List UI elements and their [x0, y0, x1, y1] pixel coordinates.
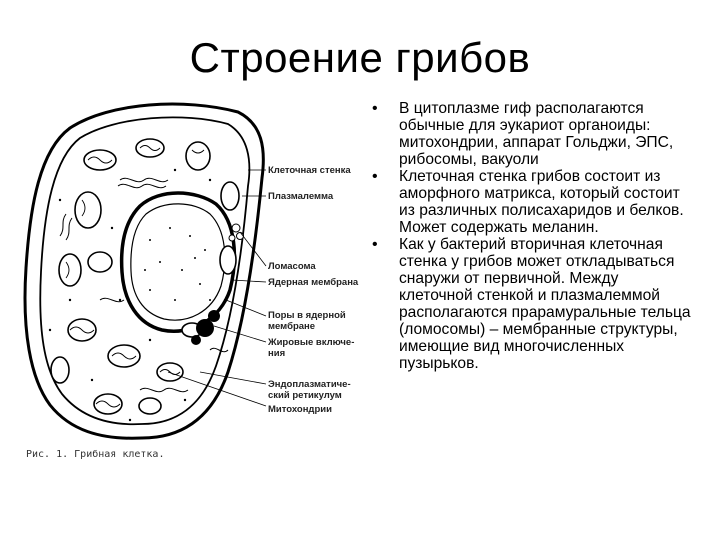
label-nuclear-pores-line2: мембране	[268, 321, 315, 332]
bullet-dot-icon: •	[372, 168, 378, 185]
label-plasmalemma: Плазмалемма	[268, 191, 334, 202]
label-cell-wall: Клеточная стенка	[268, 165, 351, 176]
bullet-text: Как у бактерий вторичная клеточная стенк…	[399, 236, 691, 372]
bullet-item: • Как у бактерий вторичная клеточная сте…	[372, 236, 692, 372]
label-mitochondria: Митохондрии	[268, 404, 332, 415]
nucleus	[119, 191, 237, 333]
bullet-text: В цитоплазме гиф располагаются обычные д…	[399, 100, 674, 168]
label-er-line2: ский ретикулум	[268, 390, 342, 401]
bullet-item: • В цитоплазме гиф располагаются обычные…	[372, 100, 692, 168]
bullet-item: • Клеточная стенка грибов состоит из амо…	[372, 168, 692, 236]
label-er-line1: Эндоплазматиче-	[268, 379, 351, 390]
bullet-text: Клеточная стенка грибов состоит из аморф…	[399, 168, 684, 236]
label-fat-inclusions-line1: Жировые включе-	[267, 337, 354, 348]
label-lomasome: Ломасома	[268, 261, 316, 272]
bullet-list: • В цитоплазме гиф располагаются обычные…	[372, 100, 692, 372]
leader-lines	[167, 169, 267, 407]
label-fat-inclusions-line2: ния	[268, 348, 285, 359]
endoplasmic-reticulum	[59, 177, 229, 393]
bullet-dot-icon: •	[372, 100, 378, 117]
label-nuclear-pores-line1: Поры в ядерной	[268, 310, 346, 321]
ribosomes	[48, 168, 227, 422]
cell-wall	[23, 102, 265, 440]
lomasome	[228, 223, 244, 242]
slide-title: Строение грибов	[189, 34, 531, 81]
bullet-dot-icon: •	[372, 236, 378, 253]
label-nuclear-membrane: Ядерная мембрана	[268, 277, 359, 288]
fat-inclusions	[191, 310, 220, 345]
fungal-cell-figure: Клеточная стенка Плазмалемма Ломасома Яд…	[23, 102, 359, 460]
mitochondria-cristae	[65, 145, 205, 408]
figure-caption: Рис. 1. Грибная клетка.	[26, 448, 164, 460]
